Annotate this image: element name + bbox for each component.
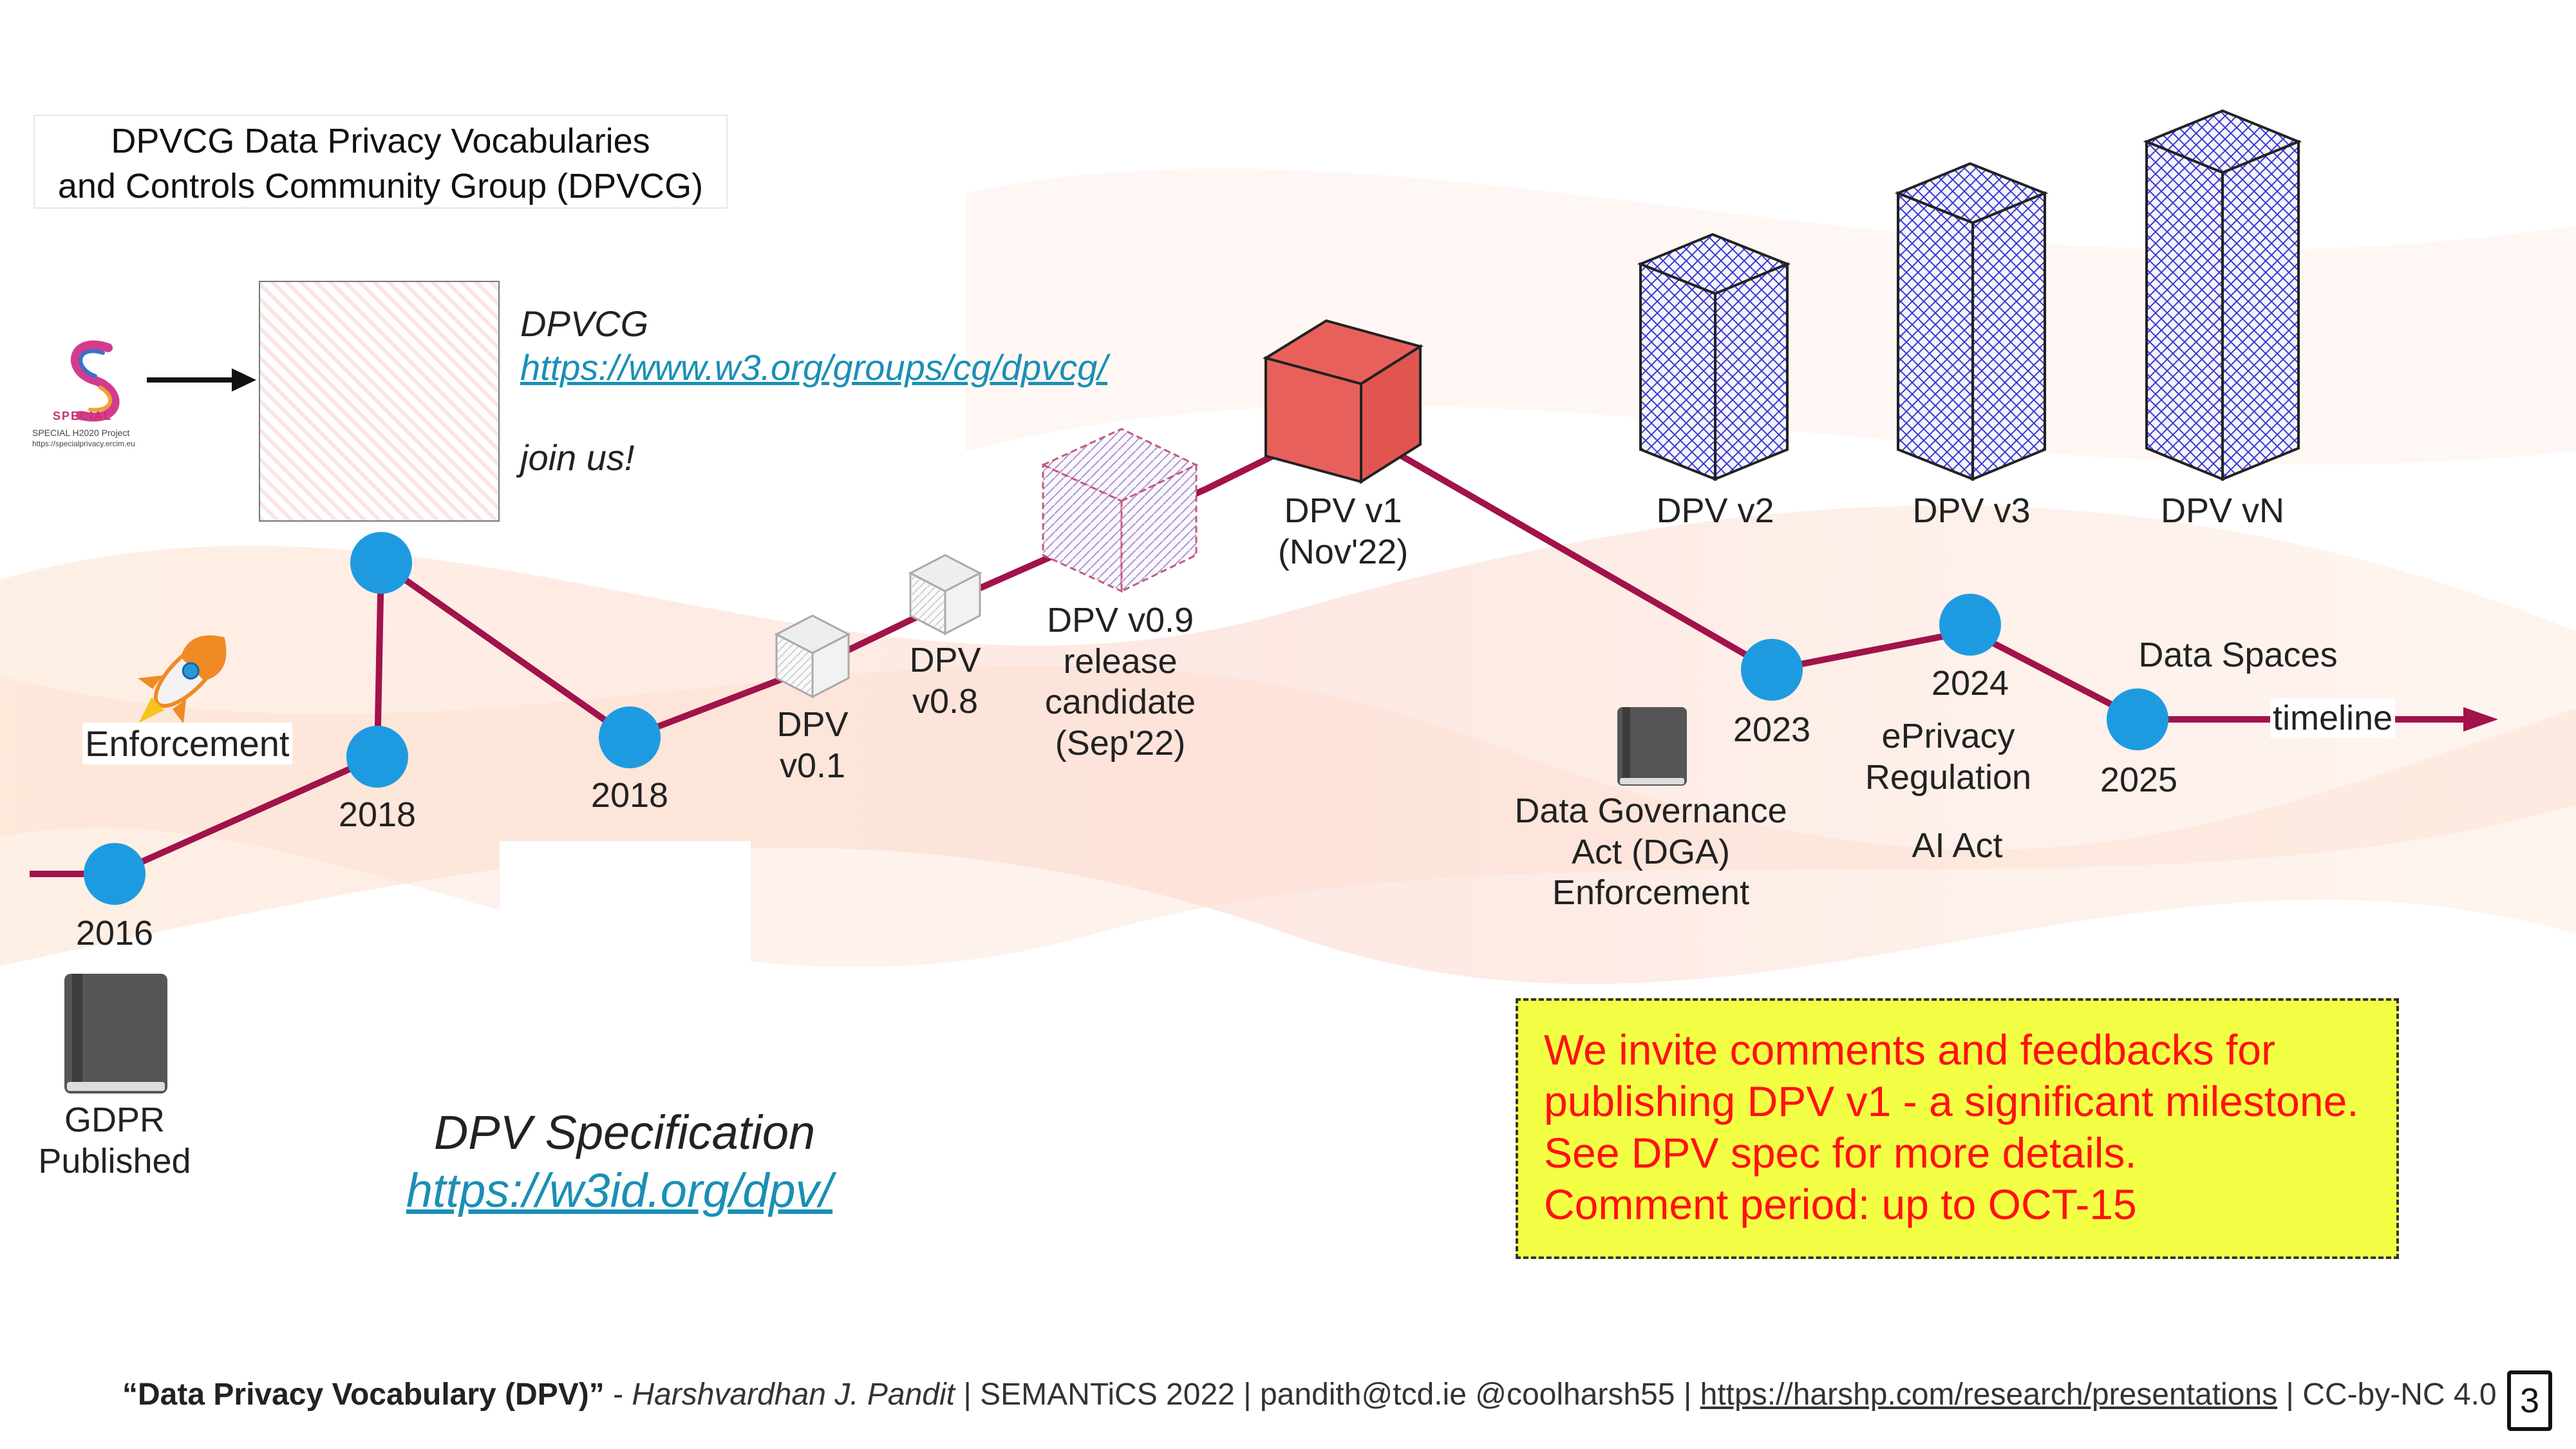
event-data-spaces: Data Spaces: [2138, 636, 2338, 674]
timeline-label: timeline: [2270, 698, 2396, 738]
event-eprivacy: ePrivacy Regulation: [1865, 717, 2032, 797]
timeline-node-2018: [599, 706, 661, 768]
group-title-line2: and Controls Community Group (DPVCG): [57, 167, 704, 205]
timeline-node-2024: [1939, 594, 2001, 656]
release-dpv-v0-8: DPV v0.8: [909, 641, 981, 721]
event-ai-act: AI Act: [1912, 826, 2003, 865]
event-dga: Data Governance Act (DGA) Enforcement: [1514, 791, 1787, 913]
timeline-arrowhead: [2463, 707, 2498, 732]
footer: “Data Privacy Vocabulary (DPV)” - Harshv…: [122, 1377, 2497, 1412]
special-caption-1: SPECIAL H2020 Project: [32, 428, 130, 438]
page-number: 3: [2507, 1370, 2552, 1431]
dpvcg-title: DPVCG: [520, 303, 649, 344]
cube-dpv-v0-9: [1040, 428, 1199, 593]
year-label: 2018: [338, 795, 417, 834]
year-label: 2025: [2100, 761, 2178, 799]
group-title-line1: DPVCG Data Privacy Vocabularies: [111, 122, 650, 160]
spec-title: DPV Specification: [433, 1106, 816, 1159]
footer-license: | CC-by-NC 4.0: [2277, 1378, 2497, 1412]
event-gdpr-published: GDPR Published: [38, 1101, 191, 1180]
year-label: 2023: [1733, 710, 1811, 749]
comment-invitation-note: We invite comments and feedbacks for pub…: [1516, 998, 2399, 1259]
release-dpv-v1: DPV v1 (Nov'22): [1277, 491, 1409, 571]
cube-dpv-v0-8: [908, 554, 982, 636]
spec-link[interactable]: https://w3id.org/dpv/: [406, 1164, 833, 1217]
special-caption-2: https://specialprivacy.ercim.eu: [32, 439, 135, 448]
special-arrowhead: [232, 368, 256, 392]
release-dpv-v2: DPV v2: [1656, 491, 1774, 530]
timeline-node-dpvcg: [350, 532, 412, 594]
year-label: 2024: [1931, 664, 2009, 703]
footer-author: Harshvardhan J. Pandit: [632, 1378, 955, 1412]
book-icon: [1617, 707, 1687, 786]
release-dpv-v0-1: DPV v0.1: [776, 705, 849, 785]
dpvcg-group-title-box: DPVCG Data Privacy Vocabularies and Cont…: [33, 115, 728, 209]
book-icon: [64, 974, 167, 1094]
tower-dpv-v2: [1637, 232, 1791, 481]
cube-dpv-v1: [1263, 319, 1424, 484]
cube-dpv-v0-1: [774, 614, 851, 699]
footer-title: “Data Privacy Vocabulary (DPV)”: [122, 1378, 605, 1412]
timeline-node-2025: [2107, 688, 2168, 750]
dpvcg-logo-box: [259, 281, 500, 522]
special-logo: [71, 340, 120, 422]
tower-dpv-vn: [2143, 109, 2302, 481]
release-dpv-v0-9: DPV v0.9 release candidate (Sep'22): [1044, 601, 1196, 763]
note-line-2: publishing DPV v1 - a significant milest…: [1544, 1077, 2359, 1125]
footer-sep: -: [604, 1378, 632, 1412]
tower-dpv-v3: [1894, 162, 2049, 481]
background-wave: [0, 505, 2576, 984]
year-label: 2016: [75, 914, 154, 952]
event-enforcement: Enforcement: [82, 723, 292, 764]
dpvcg-link[interactable]: https://www.w3.org/groups/cg/dpvcg/: [520, 347, 1107, 388]
special-logo-text: SPECIAL: [53, 410, 113, 422]
timeline-node-2016: [84, 843, 146, 905]
note-line-1: We invite comments and feedbacks for: [1544, 1026, 2275, 1074]
qr-code-box: [500, 841, 751, 1092]
dpvcg-join-text: join us!: [520, 437, 635, 478]
release-dpv-vn: DPV vN: [2160, 491, 2285, 530]
timeline-node-2023: [1741, 639, 1803, 701]
note-line-4: Comment period: up to OCT-15: [1544, 1180, 2137, 1228]
release-dpv-v3: DPV v3: [1912, 491, 2031, 530]
timeline-node-2018-enforcement: [346, 726, 408, 788]
footer-link[interactable]: https://harshp.com/research/presentation…: [1700, 1378, 2278, 1412]
footer-details: | SEMANTiCS 2022 | pandith@tcd.ie @coolh…: [955, 1378, 1700, 1412]
note-line-3: See DPV spec for more details.: [1544, 1129, 2137, 1177]
year-label: 2018: [590, 776, 669, 815]
rocket-icon: [138, 635, 227, 724]
